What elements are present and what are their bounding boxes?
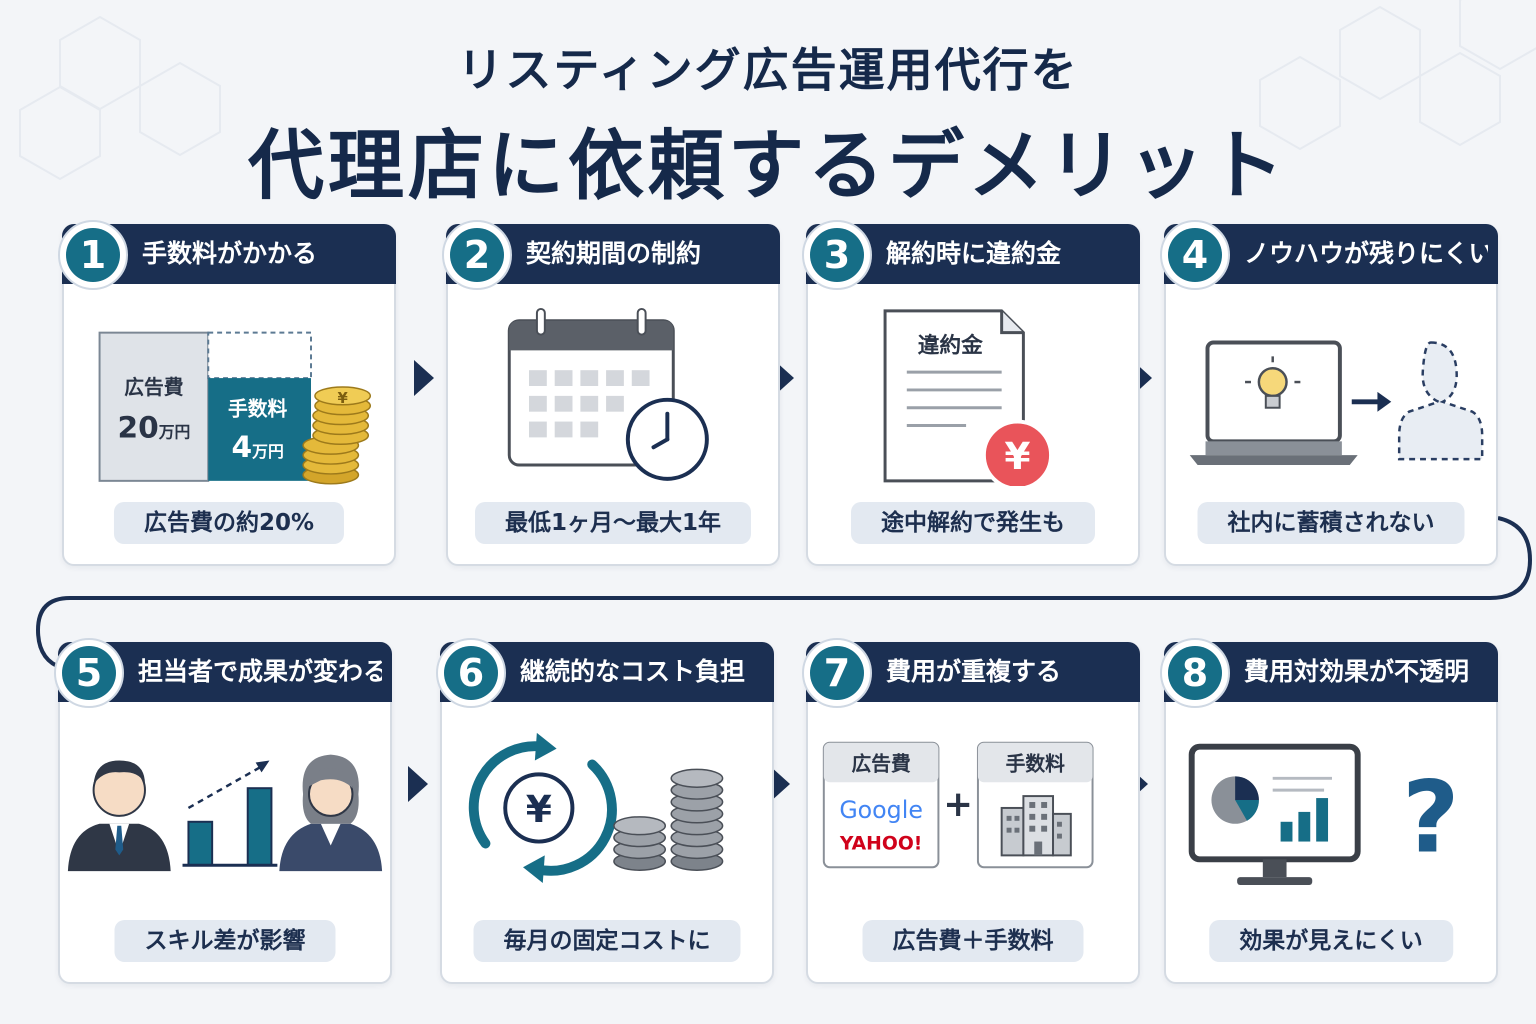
step-number-badge: 5 <box>54 638 124 708</box>
ad-cost-amount: 20 <box>117 409 158 444</box>
fee-box-label: 手数料 <box>1006 752 1066 775</box>
step-number-badge: 7 <box>802 638 872 708</box>
card-title: 継続的なコスト負担 <box>520 657 746 686</box>
svg-text:4万円: 4万円 <box>232 429 284 464</box>
card-summary-pill: 毎月の固定コストに <box>473 920 741 962</box>
card-summary-pill: 最低1ヶ月〜最大1年 <box>474 502 752 544</box>
card-title: ノウハウが残りにくい <box>1244 239 1488 268</box>
monitor-question-icon: ? <box>1188 743 1459 886</box>
card-summary-pill: 効果が見えにくい <box>1209 920 1453 962</box>
people-bar-chart-icon <box>67 754 383 872</box>
card-cancellation-fee: 解約時に違約金 3 違約金 ¥ 途中解約で発生も <box>802 220 1140 566</box>
yahoo-logo: YAHOO! <box>839 833 922 854</box>
svg-text:¥: ¥ <box>337 390 348 407</box>
card-title: 担当者で成果が変わる <box>138 657 382 686</box>
fee-unit: 万円 <box>251 442 284 461</box>
yen-badge-icon: ¥ <box>1004 434 1030 478</box>
card-title: 手数料がかかる <box>142 239 318 268</box>
ad-cost-box-label: 広告費 <box>851 752 911 775</box>
card-unclear-roi: 費用対効果が不透明 8 ? 効果が見えにくい <box>1160 638 1498 984</box>
card-title: 費用が重複する <box>886 657 1062 686</box>
card-title: 契約期間の制約 <box>526 239 702 268</box>
recurring-cost-cycle-icon: ¥ <box>468 732 724 884</box>
flow-arrow-1-2 <box>414 360 434 396</box>
ad-fee-breakdown-illustration: 広告費 20万円 手数料 4万円 ¥ <box>98 331 372 485</box>
step-number-badge: 2 <box>442 220 512 290</box>
ad-cost-unit: 万円 <box>158 422 191 441</box>
svg-text:20万円: 20万円 <box>117 409 190 444</box>
laptop-lightbulb-icon <box>1189 340 1484 466</box>
office-building-icon <box>1000 795 1072 857</box>
step-number-badge: 4 <box>1160 220 1230 290</box>
penalty-document-icon: 違約金 ¥ <box>883 309 1054 486</box>
card-summary-pill: 広告費の約20% <box>113 502 345 544</box>
card-staff-dependence: 担当者で成果が変わる 5 スキル差が影響 <box>54 638 392 984</box>
google-logo: Google <box>839 796 923 824</box>
calendar-clock-icon <box>507 307 709 481</box>
ad-cost-label: 広告費 <box>124 376 184 399</box>
card-summary-pill: 途中解約で発生も <box>851 502 1095 544</box>
step-number-badge: 1 <box>58 220 128 290</box>
fee-label: 手数料 <box>228 398 288 421</box>
coin-stack-icon: ¥ <box>302 386 372 485</box>
flow-arrow-5-6 <box>408 766 428 802</box>
question-mark-icon: ? <box>1402 760 1459 875</box>
card-summary-pill: 社内に蓄積されない <box>1197 502 1465 544</box>
fee-amount: 4 <box>232 429 253 464</box>
card-title: 費用対効果が不透明 <box>1244 657 1470 686</box>
card-contract-period: 契約期間の制約 2 最低1ヶ月〜最大1年 <box>442 220 780 566</box>
card-ongoing-cost: 継続的なコスト負担 6 ¥ 毎月の固定コストに <box>436 638 774 984</box>
card-knowhow: ノウハウが残りにくい 4 社内に蓄積されない <box>1160 220 1498 566</box>
card-title: 解約時に違約金 <box>886 239 1062 268</box>
card-commission: 手数料がかかる 1 広告費 20万円 手数料 4万円 ¥ 広告費の約20% <box>58 220 396 566</box>
step-number-badge: 6 <box>436 638 506 708</box>
card-double-cost: 費用が重複する 7 広告費 Google YAHOO! + 手数料 広告費＋手 <box>802 638 1140 984</box>
card-summary-pill: 広告費＋手数料 <box>862 920 1084 962</box>
coin-stack-icon <box>613 768 724 871</box>
card-summary-pill: スキル差が影響 <box>114 920 336 962</box>
page-title-line2: 代理店に依頼するデメリット <box>248 121 1288 210</box>
document-title: 違約金 <box>918 332 983 358</box>
cost-overlap-illustration: 広告費 Google YAHOO! + 手数料 <box>822 741 1094 869</box>
plus-sign: + <box>943 784 973 825</box>
flow-arrow-6-7 <box>770 766 790 802</box>
step-number-badge: 8 <box>1160 638 1230 708</box>
page-title-line1: リスティング広告運用代行を <box>457 43 1079 97</box>
step-number-badge: 3 <box>802 220 872 290</box>
yen-icon: ¥ <box>526 787 552 831</box>
